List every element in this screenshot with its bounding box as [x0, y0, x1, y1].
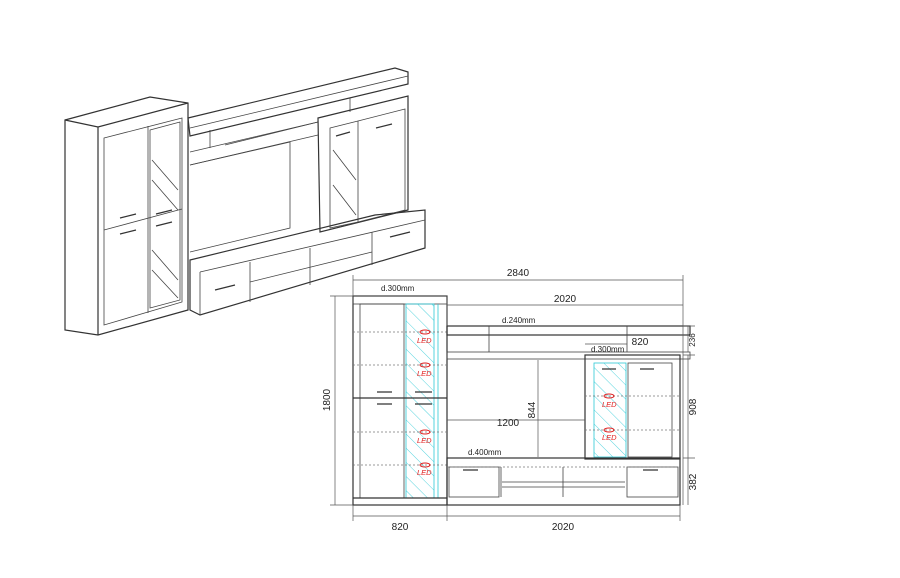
dim-tv-width: 1200 [497, 418, 520, 429]
dim-total-width: 2840 [507, 268, 530, 279]
depth-right-cabinet: d.300mm [591, 345, 625, 354]
led-label: LED [602, 400, 617, 409]
led-markers [419, 329, 615, 468]
led-label: LED [417, 468, 432, 477]
dim-bottom-width: 2020 [552, 522, 575, 533]
dim-right-cabinet-height: 908 [688, 398, 699, 415]
dim-shelf-height: 236 [688, 333, 697, 347]
depth-left-tower: d.300mm [381, 284, 415, 293]
front-elevation: LED LED LED LED LED LED 2840 2020 820 20… [322, 268, 699, 533]
dim-base-height: 382 [688, 473, 699, 490]
dim-upper-width: 2020 [554, 294, 577, 305]
dim-shelf-right-width: 820 [632, 337, 649, 348]
led-label: LED [602, 433, 617, 442]
led-label: LED [417, 369, 432, 378]
dim-tv-height: 844 [527, 401, 538, 418]
depth-top-shelf: d.240mm [502, 316, 536, 325]
dim-height: 1800 [322, 388, 333, 411]
led-label: LED [417, 436, 432, 445]
dim-left-width: 820 [392, 522, 409, 533]
depth-base: d.400mm [468, 448, 502, 457]
led-label: LED [417, 336, 432, 345]
isometric-view [64, 67, 426, 336]
